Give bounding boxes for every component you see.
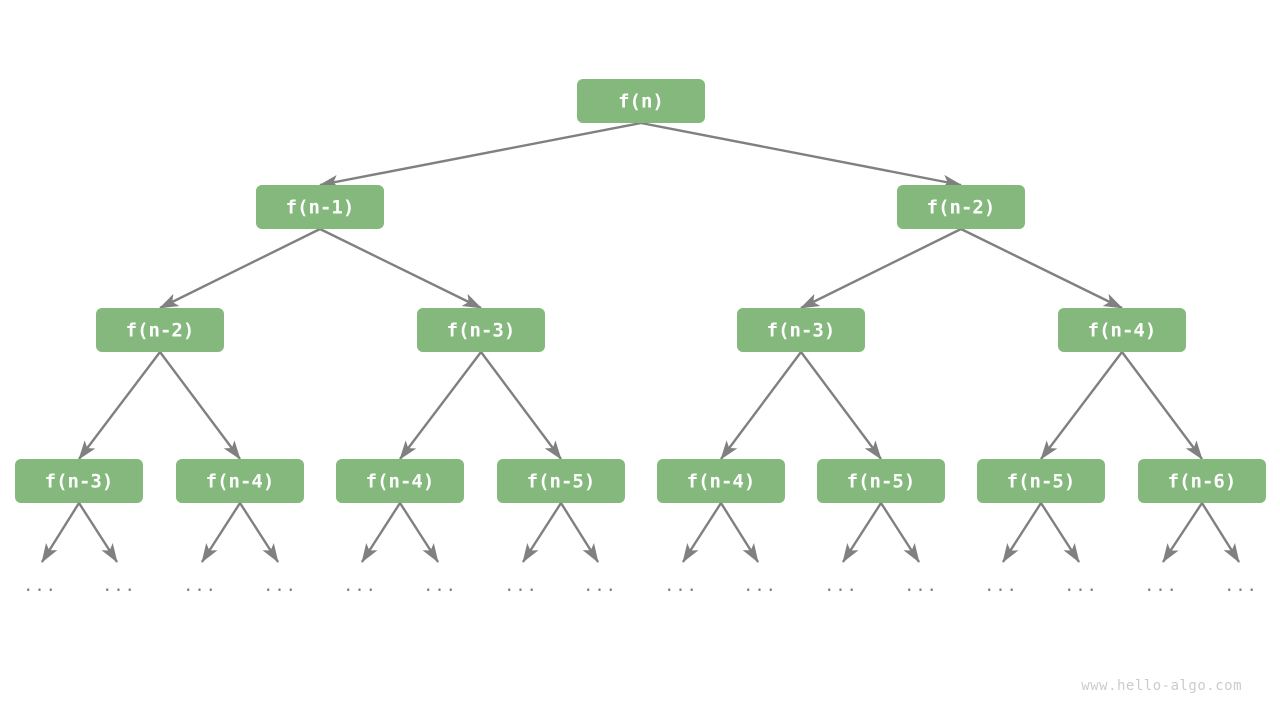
- tree-edge-n2-to-n6: [960, 227, 1123, 310]
- tree-edge-n6-to-n14: [1121, 351, 1203, 460]
- leaf-edge-n12-10: [841, 502, 883, 563]
- tree-node[interactable]: f(n-1): [256, 185, 384, 229]
- leaf-edge-n7-0: [40, 502, 81, 563]
- leaf-edge-n7-1: [77, 502, 119, 563]
- watermark-label: www.hello-algo.com: [1081, 678, 1242, 694]
- node-label: f(n-1): [286, 197, 355, 219]
- tree-node[interactable]: f(n-4): [1058, 308, 1186, 352]
- node-layer: f(n) f(n-1) f(n-2) f(n-2) f(n-3) f(n-3) f(n-4)…: [15, 79, 1266, 503]
- node-label: f(n-4): [366, 471, 435, 493]
- tree-node[interactable]: f(n-4): [176, 459, 304, 503]
- node-box: [336, 459, 464, 503]
- node-box: [657, 459, 785, 503]
- node-box: [1058, 308, 1186, 352]
- node-box: [497, 459, 625, 503]
- leaf-edge-n13-12: [1001, 502, 1043, 563]
- leaf-edge-n10-7: [559, 502, 600, 563]
- tree-edge-n4-to-n10: [480, 351, 562, 460]
- node-label: f(n-2): [927, 197, 996, 219]
- tree-edge-n5-to-n12: [800, 351, 882, 460]
- node-box: [96, 308, 224, 352]
- node-label: f(n-3): [45, 471, 114, 493]
- node-label: f(n-6): [1168, 471, 1237, 493]
- tree-edge-n0-to-n1: [319, 121, 642, 189]
- tree-node[interactable]: f(n-3): [15, 459, 143, 503]
- tree-edge-n3-to-n7: [78, 351, 161, 460]
- node-label: f(n-4): [687, 471, 756, 493]
- leaf-edge-n14-14: [1161, 502, 1204, 563]
- ellipsis-label: ...: [984, 576, 1018, 596]
- tree-node[interactable]: f(n-6): [1138, 459, 1266, 503]
- node-label: f(n-5): [847, 471, 916, 493]
- leaf-edge-n8-3: [238, 502, 280, 563]
- leaf-edge-n8-2: [200, 502, 242, 563]
- leaf-edge-n13-13: [1039, 502, 1081, 563]
- ellipsis-label: ...: [904, 576, 938, 596]
- node-box: [1138, 459, 1266, 503]
- node-label: f(n-4): [1088, 320, 1157, 342]
- tree-node[interactable]: f(n-4): [657, 459, 785, 503]
- tree-edge-n2-to-n5: [800, 227, 962, 310]
- leaf-arrow-layer: [40, 502, 1241, 563]
- ellipsis-label: ...: [664, 576, 698, 596]
- tree-edge-n4-to-n9: [399, 351, 482, 460]
- node-label: f(n-4): [206, 471, 275, 493]
- node-label: f(n): [618, 91, 664, 113]
- tree-node[interactable]: f(n-3): [737, 308, 865, 352]
- node-box: [176, 459, 304, 503]
- ellipsis-label: ...: [263, 576, 297, 596]
- ellipsis-label: ...: [423, 576, 457, 596]
- tree-node[interactable]: f(n-3): [417, 308, 545, 352]
- node-box: [15, 459, 143, 503]
- ellipsis-label: ...: [183, 576, 217, 596]
- leaf-edge-n9-5: [398, 502, 440, 563]
- tree-node[interactable]: f(n-5): [977, 459, 1105, 503]
- node-box: [256, 185, 384, 229]
- tree-edge-n3-to-n8: [159, 351, 241, 460]
- tree-node[interactable]: f(n-5): [817, 459, 945, 503]
- tree-edge-n1-to-n3: [159, 227, 321, 310]
- leaf-edge-n11-8: [681, 502, 723, 563]
- tree-node[interactable]: f(n-4): [336, 459, 464, 503]
- tree-edge-n5-to-n11: [720, 351, 802, 460]
- node-label: f(n-5): [1007, 471, 1076, 493]
- node-box: [817, 459, 945, 503]
- edge-layer: [78, 121, 1203, 460]
- ellipsis-label: ...: [1224, 576, 1258, 596]
- ellipsis-label: ...: [1064, 576, 1098, 596]
- tree-node[interactable]: f(n): [577, 79, 705, 123]
- tree-node[interactable]: f(n-2): [897, 185, 1025, 229]
- leaf-edge-n9-4: [360, 502, 402, 563]
- tree-edge-n1-to-n4: [319, 227, 482, 310]
- node-box: [417, 308, 545, 352]
- ellipsis-label: ...: [1144, 576, 1178, 596]
- leaf-edge-n11-9: [719, 502, 760, 563]
- ellipsis-label: ...: [23, 576, 57, 596]
- node-label: f(n-5): [527, 471, 596, 493]
- ellipsis-label: ...: [343, 576, 377, 596]
- ellipsis-label: ...: [102, 576, 136, 596]
- node-label: f(n-3): [767, 320, 836, 342]
- tree-edge-n0-to-n2: [640, 121, 962, 189]
- tree-edge-n6-to-n13: [1040, 351, 1123, 460]
- node-box: [577, 79, 705, 123]
- node-label: f(n-2): [126, 320, 195, 342]
- leaf-edge-n12-11: [879, 502, 921, 563]
- node-label: f(n-3): [447, 320, 516, 342]
- ellipsis-label: ...: [824, 576, 858, 596]
- ellipsis-label: ...: [583, 576, 617, 596]
- node-box: [897, 185, 1025, 229]
- node-box: [977, 459, 1105, 503]
- ellipsis-label: ...: [743, 576, 777, 596]
- leaf-edge-n14-15: [1200, 502, 1241, 563]
- node-box: [737, 308, 865, 352]
- tree-node[interactable]: f(n-2): [96, 308, 224, 352]
- leaf-edge-n10-6: [521, 502, 563, 563]
- tree-node[interactable]: f(n-5): [497, 459, 625, 503]
- ellipsis-label: ...: [504, 576, 538, 596]
- ellipsis-layer: ........................................…: [23, 576, 1258, 596]
